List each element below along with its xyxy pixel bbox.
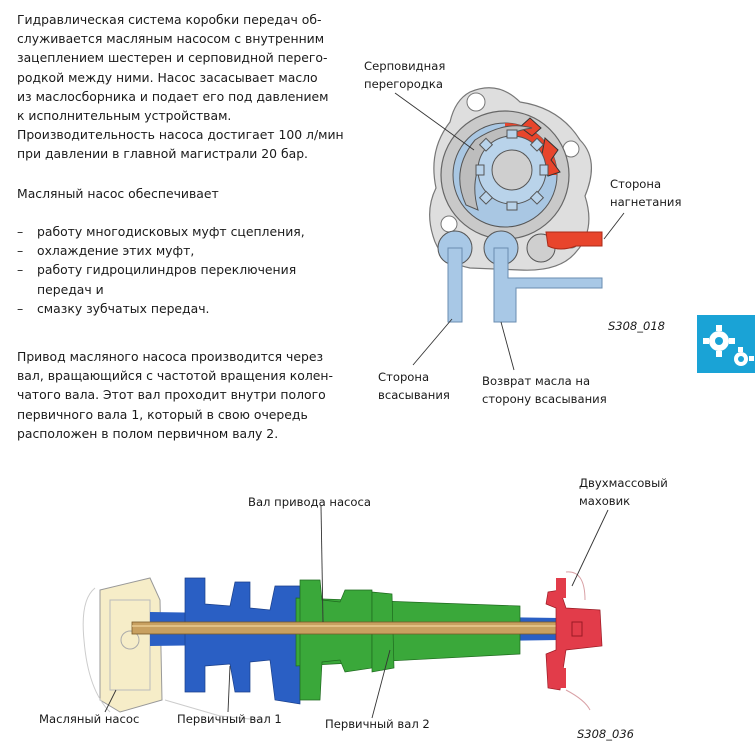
label-input-shaft-1: Первичный вал 1: [177, 712, 282, 726]
pressure-outlet: [545, 231, 603, 250]
list-item: –охлаждение этих муфт,: [17, 243, 195, 259]
intro-line: Производительность насоса достигает 100 …: [17, 127, 344, 143]
section-tab: [697, 315, 755, 373]
intro-line: из маслосборника и подает его под давлен…: [17, 88, 329, 104]
gear-icon: [697, 315, 755, 373]
intro-line: родкой между ними. Насос засасывает масл…: [17, 69, 318, 85]
drive-paragraph: Привод масляного насоса производится чер…: [17, 347, 347, 443]
label-input-shaft-2: Первичный вал 2: [325, 717, 430, 731]
label-pump-drive-shaft: Вал привода насоса: [248, 495, 371, 509]
intro-line: к исполнительным устройствам.: [17, 108, 232, 124]
provides-heading: Масляный насос обеспечивает: [17, 186, 219, 201]
label-oil-return: Возврат масла на сторону всасывания: [482, 374, 607, 406]
dual-mass-flywheel: [545, 589, 603, 691]
label-oil-pump: Масляный насос: [39, 712, 140, 726]
label-suction-side: Сторона всасывания: [378, 370, 450, 402]
intro-line: служивается масляным насосом с внутренни…: [17, 31, 325, 47]
label-pressure-side: Сторона нагнетания: [610, 177, 682, 209]
intro-paragraph: Гидравлическая система коробки передач о…: [17, 10, 347, 164]
crescent-divider: [459, 125, 533, 211]
list-item: –работу многодисковых муфт сцепления,: [17, 224, 305, 239]
list-item: –смазку зубчатых передач.: [17, 300, 210, 316]
suction-pipe: [447, 247, 463, 323]
drive-line: первичного вала 1, который в свою очеред…: [17, 406, 308, 422]
label-crescent-divider: Серповидная перегородка: [364, 59, 446, 91]
drive-line: вал, вращающийся с частотой вращения кол…: [17, 368, 333, 384]
drive-line: чатого вала. Этот вал проходит внутри по…: [17, 387, 326, 403]
label-dual-mass-flywheel: Двухмассовый маховик: [579, 476, 668, 508]
intro-line: при давлении в главной магистрали 20 бар…: [17, 146, 308, 162]
list-item: –работу гидроцилиндров переключения пере…: [17, 262, 297, 297]
intro-line: Гидравлическая система коробки передач о…: [17, 12, 322, 27]
pump-drive-shaft: [131, 621, 573, 635]
figure-code: S308_018: [608, 319, 665, 333]
intro-line: зацеплением шестерен и серповидной перег…: [17, 50, 328, 66]
drive-line: Привод масляного насоса производится чер…: [17, 349, 324, 364]
drive-line: расположен в полом первичном валу 2.: [17, 425, 279, 441]
figure-code: S308_036: [577, 727, 634, 741]
provides-list: –работу многодисковых муфт сцепления, –о…: [17, 222, 317, 318]
